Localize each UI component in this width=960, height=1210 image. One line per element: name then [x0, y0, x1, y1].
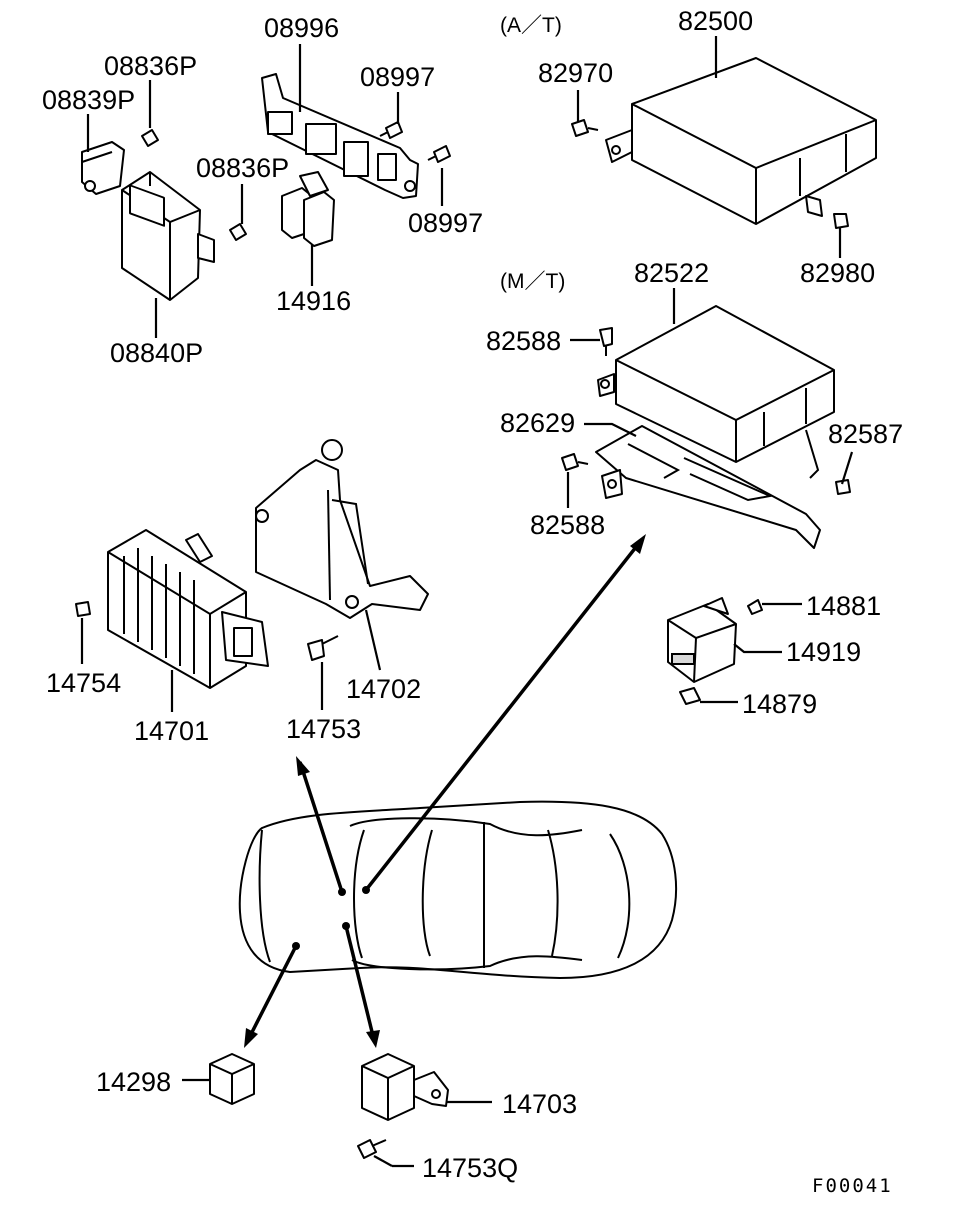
label-08836P-a: 08836P — [104, 51, 197, 81]
label-14702: 14702 — [346, 674, 421, 704]
label-82629: 82629 — [500, 408, 575, 438]
label-14703: 14703 — [502, 1089, 577, 1119]
label-14881: 14881 — [806, 591, 881, 621]
label-82588-a: 82588 — [486, 326, 561, 356]
relay-14919 — [667, 597, 737, 683]
relay-14916 — [281, 171, 335, 247]
label-08997-b: 08997 — [408, 208, 483, 238]
ecu-82500 — [605, 57, 877, 225]
label-14753: 14753 — [286, 714, 361, 744]
label-14753Q: 14753Q — [422, 1153, 518, 1183]
variant-at: (A／T) — [500, 14, 562, 37]
screw-08836P-a — [141, 129, 159, 147]
location-arrows — [244, 534, 646, 1048]
bracket-14702 — [255, 439, 429, 619]
bolt-14753 — [307, 635, 339, 661]
label-82500: 82500 — [678, 6, 753, 36]
label-14919: 14919 — [786, 637, 861, 667]
control-module-14701 — [107, 529, 269, 689]
bolt-82588-a — [599, 327, 613, 356]
label-08840P: 08840P — [110, 338, 203, 368]
figure-code: F00041 — [812, 1175, 893, 1197]
label-14298: 14298 — [96, 1067, 171, 1097]
label-14754: 14754 — [46, 668, 121, 698]
nut-14754 — [75, 601, 91, 617]
relay-bracket-14703 — [361, 1053, 449, 1121]
label-82980: 82980 — [800, 258, 875, 288]
label-14879: 14879 — [742, 689, 817, 719]
label-08836P-b: 08836P — [196, 153, 289, 183]
bracket-82629 — [595, 425, 821, 549]
bolt-14753Q — [357, 1139, 387, 1159]
label-82970: 82970 — [538, 58, 613, 88]
label-82588-b: 82588 — [530, 510, 605, 540]
screw-08997-b — [427, 145, 451, 163]
relay-08839P — [81, 141, 125, 195]
label-08996: 08996 — [264, 13, 339, 43]
label-82587: 82587 — [828, 419, 903, 449]
label-08997-a: 08997 — [360, 62, 435, 92]
bracket-08996 — [261, 73, 419, 199]
screw-14881 — [747, 599, 763, 615]
control-unit-08840P — [121, 171, 215, 301]
label-14701: 14701 — [134, 716, 209, 746]
label-14916: 14916 — [276, 286, 351, 316]
label-08839P: 08839P — [42, 85, 135, 115]
car-outline — [238, 800, 678, 980]
variant-mt: (M／T) — [500, 270, 565, 293]
label-82522: 82522 — [634, 258, 709, 288]
bolt-82970 — [571, 119, 599, 137]
screw-08836P-b — [229, 223, 247, 241]
ecu-82522 — [597, 305, 835, 463]
bolt-82588-b — [561, 453, 589, 471]
clip-14879 — [679, 687, 701, 705]
leader-lines — [80, 36, 854, 1168]
relay-14298 — [209, 1053, 255, 1105]
nut-82980 — [833, 213, 849, 229]
screw-08997-a — [379, 121, 403, 139]
